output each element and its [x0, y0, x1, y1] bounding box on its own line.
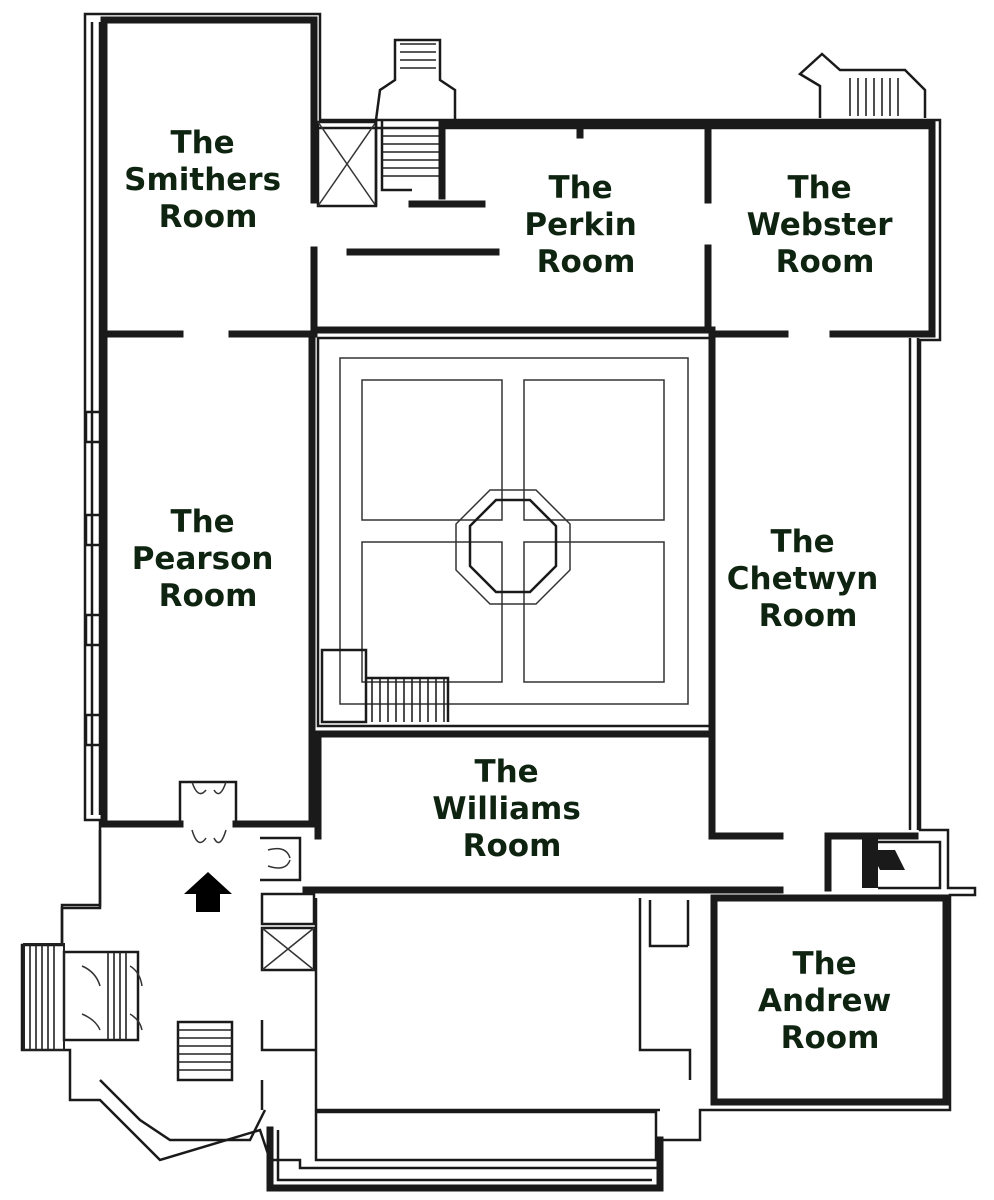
pearson-label: The Pearson Room — [132, 504, 285, 614]
pearson-room[interactable]: The Pearson Room — [84, 334, 316, 844]
foyer-staircase — [178, 1029, 232, 1071]
south-hall — [260, 892, 692, 1192]
entrance-steps — [23, 943, 127, 1051]
east-stair-core — [824, 832, 942, 892]
courtyard — [316, 336, 712, 728]
perkin-label: The Perkin Room — [524, 170, 647, 280]
webster-label: The Webster Room — [747, 170, 904, 280]
courtyard-staircase — [371, 678, 445, 722]
andrew-room[interactable]: The Andrew Room — [710, 894, 950, 1106]
webster-room[interactable]: The Webster Room — [708, 52, 936, 338]
williams-room[interactable]: The Williams Room — [260, 730, 784, 894]
andrew-label: The Andrew Room — [758, 946, 902, 1056]
entrance-foyer — [23, 830, 316, 1142]
upper-stair-core — [316, 38, 486, 208]
webster-staircase — [849, 78, 899, 116]
chetwyn-label: The Chetwyn Room — [727, 524, 889, 634]
williams-label: The Williams Room — [432, 754, 591, 864]
smithers-room[interactable]: The Smithers Room — [100, 16, 318, 338]
smithers-label: The Smithers Room — [124, 125, 292, 235]
upper-staircase — [382, 43, 440, 177]
up-arrow-icon — [184, 872, 232, 912]
perkin-room[interactable]: The Perkin Room — [314, 120, 716, 334]
chetwyn-room[interactable]: The Chetwyn Room — [708, 334, 920, 840]
